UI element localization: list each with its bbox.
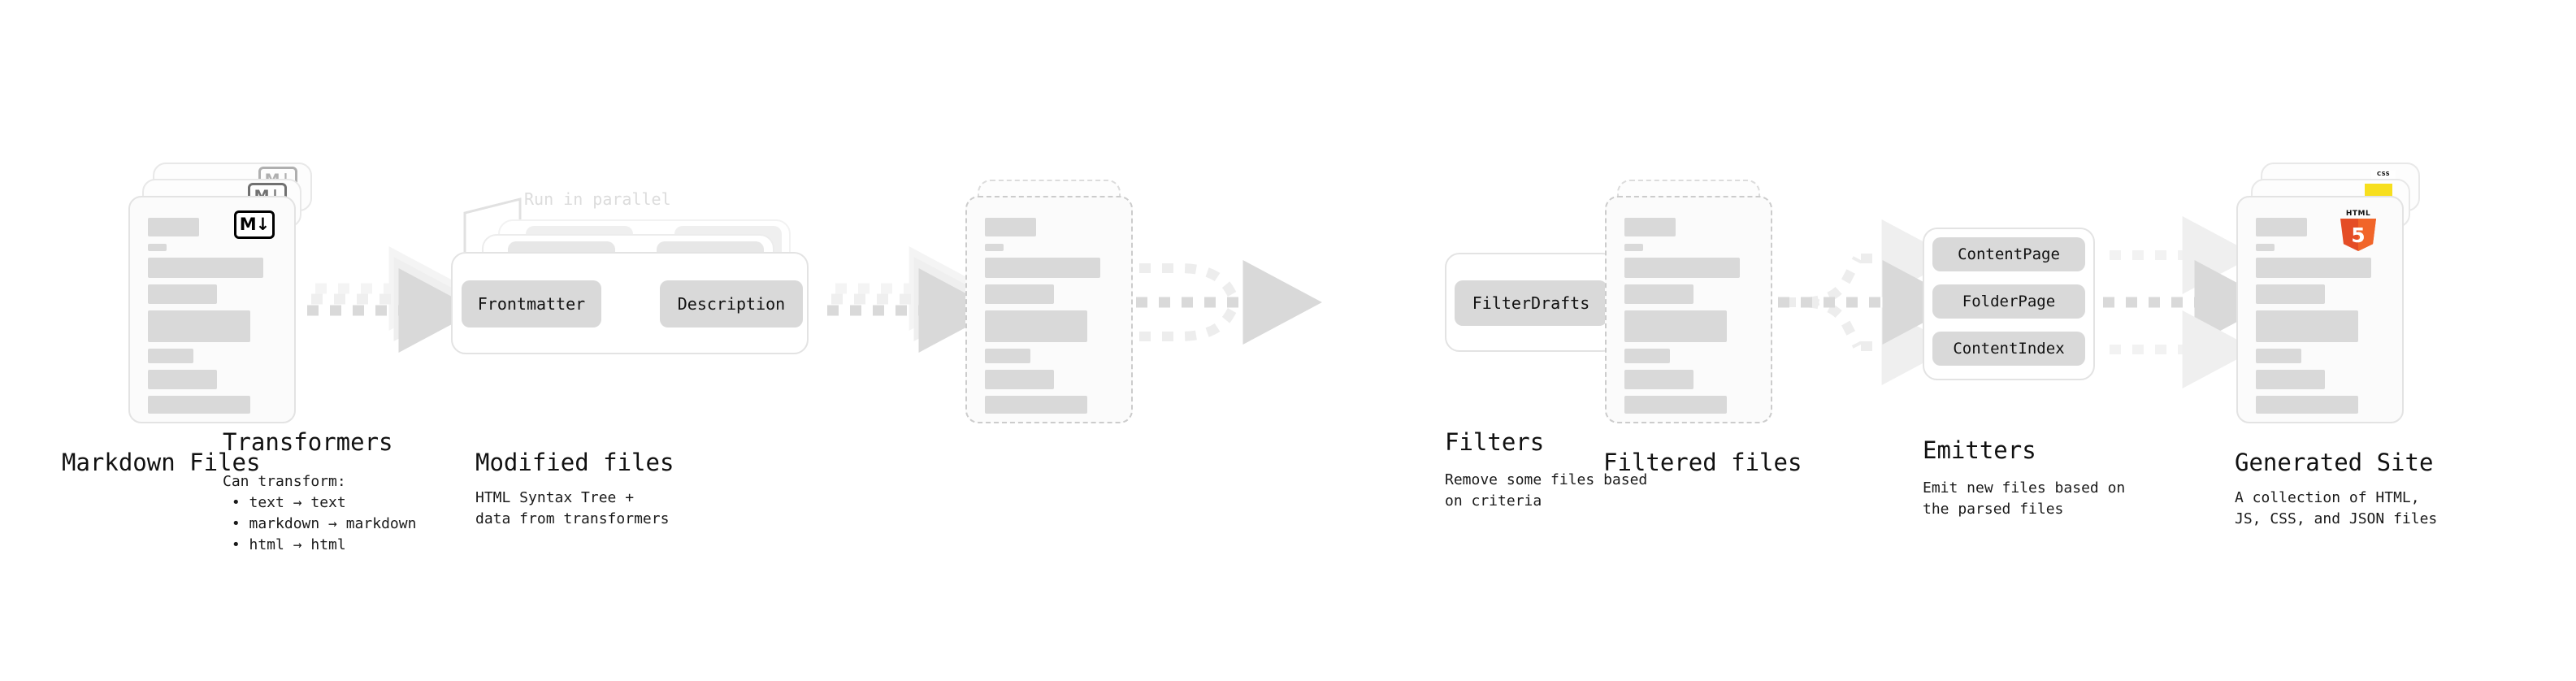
skeleton-bar [1624,258,1740,278]
skeleton-bar [1624,218,1676,236]
connector-emitters-to-site [2103,216,2274,388]
transformer-node-description[interactable]: Description [660,280,803,327]
stage-description-filters: Remove some files based on criteria [1445,471,1648,510]
skeleton-bar [2256,396,2358,414]
html5-icon: HTML 5 [2340,209,2376,251]
filter-node-filterdrafts[interactable]: FilterDrafts [1455,280,1607,326]
stage-title-markdown-files: Markdown Files [62,449,261,476]
css-icon-label: CSS [2377,171,2390,177]
skeleton-bar [1624,349,1670,363]
skeleton-bar [985,218,1036,236]
stage-title-filters: Filters [1445,428,1545,456]
emitter-node-contentindex[interactable]: ContentIndex [1932,332,2085,366]
skeleton-bar [2256,310,2358,342]
skeleton-bar [148,370,217,389]
stage-title-filtered-files: Filtered files [1603,449,1802,476]
markdown-icon: M↓ [234,210,275,239]
skeleton-bar [985,396,1087,414]
doc-card-generated: HTML 5 [2236,196,2404,423]
skeleton-bar [985,284,1054,304]
skeleton-bar [2256,258,2371,278]
skeleton-bar [148,244,167,251]
skeleton-bar [2256,349,2301,363]
skeleton-bar [148,310,250,342]
skeleton-bar [985,244,1004,251]
skeleton-bar [1624,284,1693,304]
skeleton-bar [2256,284,2325,304]
html5-icon-digit: 5 [2351,223,2366,247]
emitter-node-folderpage[interactable]: FolderPage [1932,284,2085,319]
doc-card-markdown: M↓ [128,196,296,423]
skeleton-bar [1624,370,1693,389]
connector-filtered-to-emitters [1778,219,1962,385]
connector-modified-to-filters [1136,260,1322,345]
annotation-run-in-parallel: Run in parallel [524,189,671,209]
connector-transformers-to-modified [827,246,998,353]
skeleton-bar [148,258,263,278]
skeleton-bar [985,258,1100,278]
doc-card-filtered [1605,196,1772,423]
skeleton-bar [1624,396,1727,414]
skeleton-bar [2256,370,2325,389]
skeleton-bar [148,396,250,414]
doc-card-modified [965,196,1133,423]
stage-description-transformers: Can transform: • text → text • markdown … [223,473,417,554]
skeleton-bar [985,349,1030,363]
stage-description-modified-files: HTML Syntax Tree + data from transformer… [475,489,670,528]
html5-icon-caption: HTML [2345,210,2371,218]
stage-title-transformers: Transformers [223,428,393,456]
connector-md-to-transformers [307,246,478,353]
html5-icon-shield-inner [2358,219,2376,251]
stage-description-emitters: Emit new files based on the parsed files [1923,479,2126,518]
stage-description-generated-site: A collection of HTML, JS, CSS, and JSON … [2235,489,2438,528]
skeleton-bar [985,370,1054,389]
stage-title-generated-site: Generated Site [2235,449,2434,476]
skeleton-bar [985,310,1087,342]
transformer-node-frontmatter[interactable]: Frontmatter [462,280,601,327]
stage-title-emitters: Emitters [1923,436,2036,464]
skeleton-bar [1624,244,1643,251]
stage-title-modified-files: Modified files [475,449,674,476]
emitter-node-contentpage[interactable]: ContentPage [1932,237,2085,271]
skeleton-bar [148,218,199,236]
skeleton-bar [2256,218,2307,236]
skeleton-bar [1624,310,1727,342]
skeleton-bar [148,349,193,363]
skeleton-bar [2256,244,2275,251]
skeleton-bar [148,284,217,304]
